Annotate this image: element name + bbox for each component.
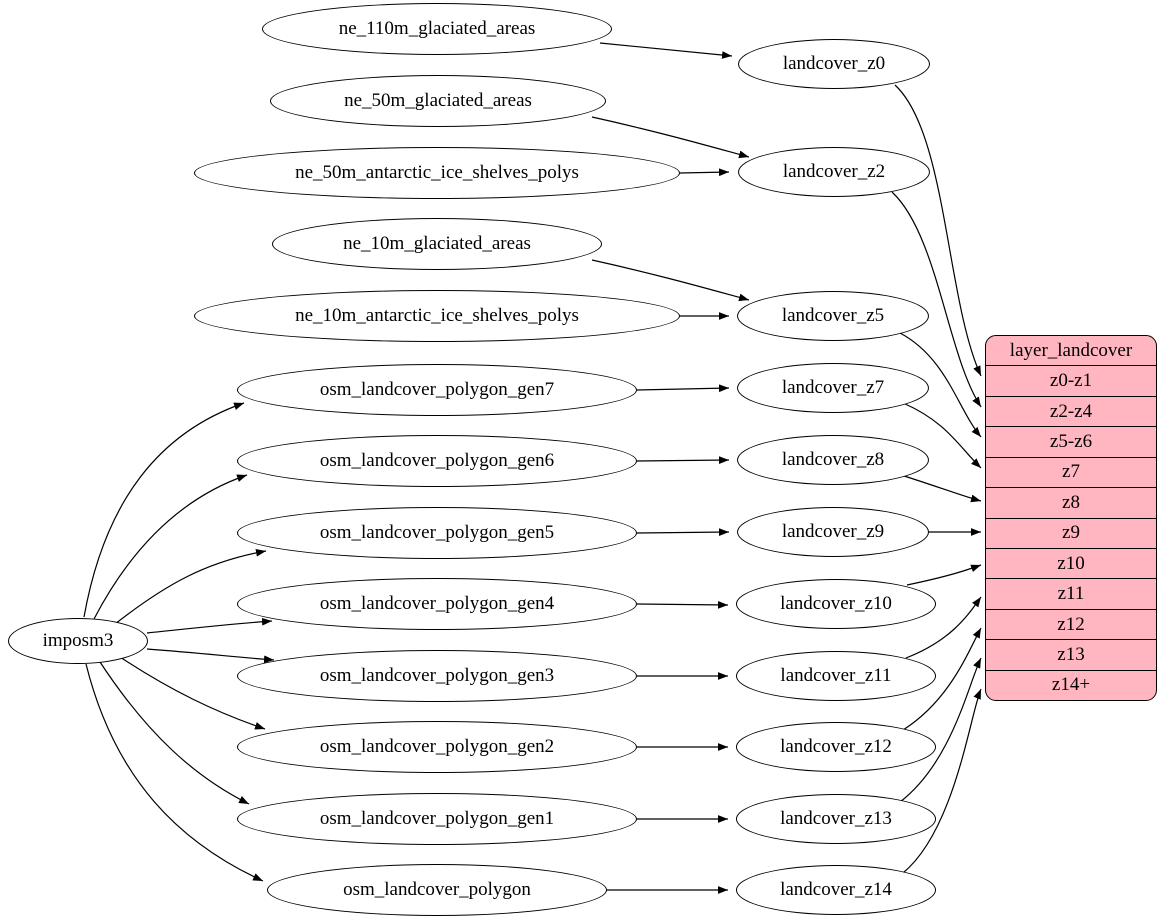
node-landcover-z7: landcover_z7 (737, 363, 929, 413)
layer-landcover-table: layer_landcover z0-z1 z2-z4 z5-z6 z7 z8 … (985, 335, 1157, 701)
edge-gen4-z10 (636, 600, 729, 609)
node-ne-50m-antarctic-ice-shelves-polys: ne_50m_antarctic_ice_shelves_polys (194, 147, 680, 199)
node-landcover-z0: landcover_z0 (738, 39, 930, 89)
table-row-z11: z11 (986, 578, 1156, 608)
edge-z14-row (902, 688, 982, 874)
node-ne-10m-antarctic-ice-shelves-polys: ne_10m_antarctic_ice_shelves_polys (194, 290, 680, 342)
table-row-z9: z9 (986, 517, 1156, 548)
edge-gen5-z9 (636, 528, 730, 537)
node-osm-landcover-polygon: osm_landcover_polygon (267, 864, 607, 916)
edge-ne50m-antarctic-z2 (679, 168, 730, 177)
edge-gen7-z7 (636, 384, 730, 393)
edge-imposm3-gen1 (99, 661, 250, 805)
edge-z0-row (894, 84, 982, 377)
edge-imposm3-gen3 (146, 648, 275, 664)
node-landcover-z2: landcover_z2 (738, 147, 930, 197)
node-landcover-z13: landcover_z13 (736, 794, 936, 844)
edge-imposm3-gen6 (93, 474, 248, 620)
edge-imposm3-gen4 (146, 617, 273, 634)
node-osm-landcover-polygon-gen7: osm_landcover_polygon_gen7 (237, 364, 637, 416)
node-imposm3: imposm3 (8, 618, 148, 664)
node-landcover-z9: landcover_z9 (737, 507, 929, 557)
table-row-z13: z13 (986, 639, 1156, 669)
node-osm-landcover-polygon-gen1: osm_landcover_polygon_gen1 (237, 793, 637, 845)
node-landcover-z11: landcover_z11 (736, 651, 936, 701)
node-osm-landcover-polygon-gen5: osm_landcover_polygon_gen5 (237, 507, 637, 559)
node-ne-10m-glaciated-areas: ne_10m_glaciated_areas (272, 218, 602, 270)
table-row-z5-z6: z5-z6 (986, 426, 1156, 456)
node-landcover-z12: landcover_z12 (736, 722, 936, 772)
node-ne-110m-glaciated-areas: ne_110m_glaciated_areas (262, 3, 612, 55)
table-row-z2-z4: z2-z4 (986, 395, 1156, 426)
node-osm-landcover-polygon-gen4: osm_landcover_polygon_gen4 (237, 578, 637, 630)
table-row-z14plus: z14+ (986, 669, 1156, 700)
edge-imposm3-gen2 (119, 656, 266, 730)
node-landcover-z8: landcover_z8 (737, 435, 929, 485)
edge-imposm3-gen5 (114, 548, 267, 625)
node-osm-landcover-polygon-gen3: osm_landcover_polygon_gen3 (237, 650, 637, 702)
table-title: layer_landcover (1009, 339, 1133, 361)
edge-gen6-z8 (636, 456, 730, 465)
node-osm-landcover-polygon-gen6: osm_landcover_polygon_gen6 (237, 435, 637, 487)
node-landcover-z10: landcover_z10 (736, 579, 936, 629)
edge-z10-row (906, 564, 982, 586)
table-row-z7: z7 (986, 456, 1156, 487)
node-landcover-z14: landcover_z14 (736, 865, 936, 915)
table-row-z10: z10 (986, 547, 1156, 578)
edge-ne10m-glaciated-z5 (591, 259, 750, 302)
edge-ne50m-glaciated-z2 (591, 116, 750, 159)
table-row-z12: z12 (986, 608, 1156, 639)
edge-imposm3-polygon (85, 663, 264, 882)
table-row-z0-z1: z0-z1 (986, 365, 1156, 395)
edge-imposm3-gen7 (83, 402, 245, 618)
edge-z8-row (900, 474, 982, 503)
edge-ne110m-z0 (599, 42, 733, 59)
table-row-z8: z8 (986, 487, 1156, 517)
node-ne-50m-glaciated-areas: ne_50m_glaciated_areas (270, 75, 606, 127)
node-landcover-z5: landcover_z5 (737, 291, 929, 341)
node-osm-landcover-polygon-gen2: osm_landcover_polygon_gen2 (237, 721, 637, 773)
